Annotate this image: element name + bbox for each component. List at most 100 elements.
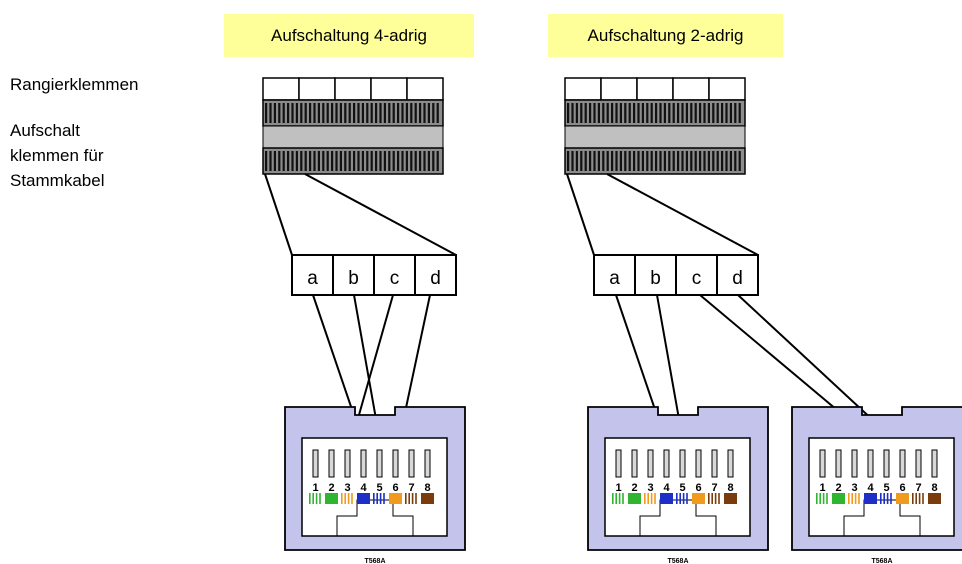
terminal-gray-band [262, 125, 444, 149]
terminal-strip-line [650, 103, 653, 123]
terminal-strip-line [383, 103, 386, 123]
jack-window [808, 437, 955, 537]
fan-line-left-b [304, 173, 457, 256]
pin-color-stripe [848, 493, 850, 504]
terminal-strip-line [615, 103, 618, 123]
pin-color-stripe [708, 493, 710, 504]
terminal-strip-line [699, 151, 702, 171]
terminal-strip-line [265, 103, 268, 123]
terminal-label-b: b [650, 268, 661, 289]
terminal-strip-line [624, 103, 627, 123]
terminal-strip-line [331, 151, 334, 171]
pin-number-5: 5 [883, 482, 889, 494]
terminal-strip-line [646, 103, 649, 123]
terminal-strip-line [375, 103, 378, 123]
pin-color-stripe [647, 493, 649, 504]
terminal-strip-line [580, 103, 583, 123]
pin-number-7: 7 [915, 482, 921, 494]
terminal-strip-line [383, 151, 386, 171]
pin-color-stripe [676, 493, 678, 504]
terminal-label-c: c [390, 268, 400, 289]
terminal-strip-line [602, 151, 605, 171]
terminal-strip-line [269, 151, 272, 171]
pin-number-1: 1 [615, 482, 621, 494]
terminal-strip-line [716, 103, 719, 123]
terminal-strip-line [304, 103, 307, 123]
terminal-strip-line [633, 151, 636, 171]
jack-inner-outline [336, 499, 414, 536]
jack-pin [392, 449, 399, 478]
terminal-strip-line [615, 151, 618, 171]
pin-number-8: 8 [727, 482, 733, 494]
terminal-strip-line [584, 151, 587, 171]
terminal-strip-line [646, 151, 649, 171]
terminal-strip-line [282, 151, 285, 171]
terminal-strip-line [313, 151, 316, 171]
jack-pin [931, 449, 938, 478]
terminal-strip-line [436, 151, 439, 171]
pin-color-stripe [312, 493, 314, 504]
terminal-strip-line [606, 103, 609, 123]
jack-caption: T568A [871, 558, 892, 564]
terminal-strip-line [335, 151, 338, 171]
terminal-strip-line [597, 151, 600, 171]
terminal-strip-line [335, 103, 338, 123]
terminal-strip-line [432, 103, 435, 123]
pin-color-stripe [854, 493, 857, 504]
terminal-strip-line [707, 151, 710, 171]
terminal-strip-line [655, 151, 658, 171]
jack-pin [376, 449, 383, 478]
pin-number-2: 2 [835, 482, 841, 494]
pin-color-stripe [711, 493, 713, 504]
pin-color-stripe [858, 493, 860, 504]
pin-number-3: 3 [344, 482, 350, 494]
pin-color-stripe [819, 493, 821, 504]
jack-pin [679, 449, 686, 478]
pin-number-1: 1 [312, 482, 318, 494]
terminal-strip-line [339, 151, 342, 171]
terminal-strip-line [637, 151, 640, 171]
terminal-strip-line [339, 103, 342, 123]
rangier-cell [564, 77, 602, 101]
pin-color-stripe [816, 493, 818, 504]
terminal-strip-line [707, 103, 710, 123]
terminal-strip-line [419, 151, 422, 171]
rangier-cell [334, 77, 372, 101]
label-aufschaltklemmen: Aufschalt klemmen für Stammkabel [10, 118, 104, 193]
terminal-strip-line [694, 103, 697, 123]
terminal-strip-line [567, 151, 570, 171]
pin-color-stripe [682, 493, 685, 504]
jack-pin [851, 449, 858, 478]
rangier-cell [262, 77, 300, 101]
terminal-strip-line [278, 151, 281, 171]
jack-pin [328, 449, 335, 478]
terminal-strip-line [427, 103, 430, 123]
pin-color-swatch [660, 493, 673, 504]
pin-number-7: 7 [711, 482, 717, 494]
pin-color-swatch [325, 493, 338, 504]
terminal-strip-line [423, 103, 426, 123]
terminal-strip-line [392, 103, 395, 123]
terminal-strip-line [295, 151, 298, 171]
terminal-strip-line [663, 151, 666, 171]
terminal-strip-line [593, 103, 596, 123]
terminal-strip-line [712, 103, 715, 123]
terminal-strip-line [269, 103, 272, 123]
pin-color-stripe [618, 493, 621, 504]
terminal-strip-line [593, 151, 596, 171]
terminal-strip-line [287, 151, 290, 171]
terminal-strip-line [571, 103, 574, 123]
terminal-strip-line [317, 151, 320, 171]
pin-color-stripe [822, 493, 825, 504]
pin-color-swatch [832, 493, 845, 504]
pin-number-6: 6 [392, 482, 398, 494]
pin-color-stripe [408, 493, 410, 504]
terminal-strip-line [690, 151, 693, 171]
terminal-strip-line [703, 103, 706, 123]
terminal-strip-line [738, 103, 741, 123]
pin-color-swatch [928, 493, 941, 504]
pin-number-6: 6 [899, 482, 905, 494]
